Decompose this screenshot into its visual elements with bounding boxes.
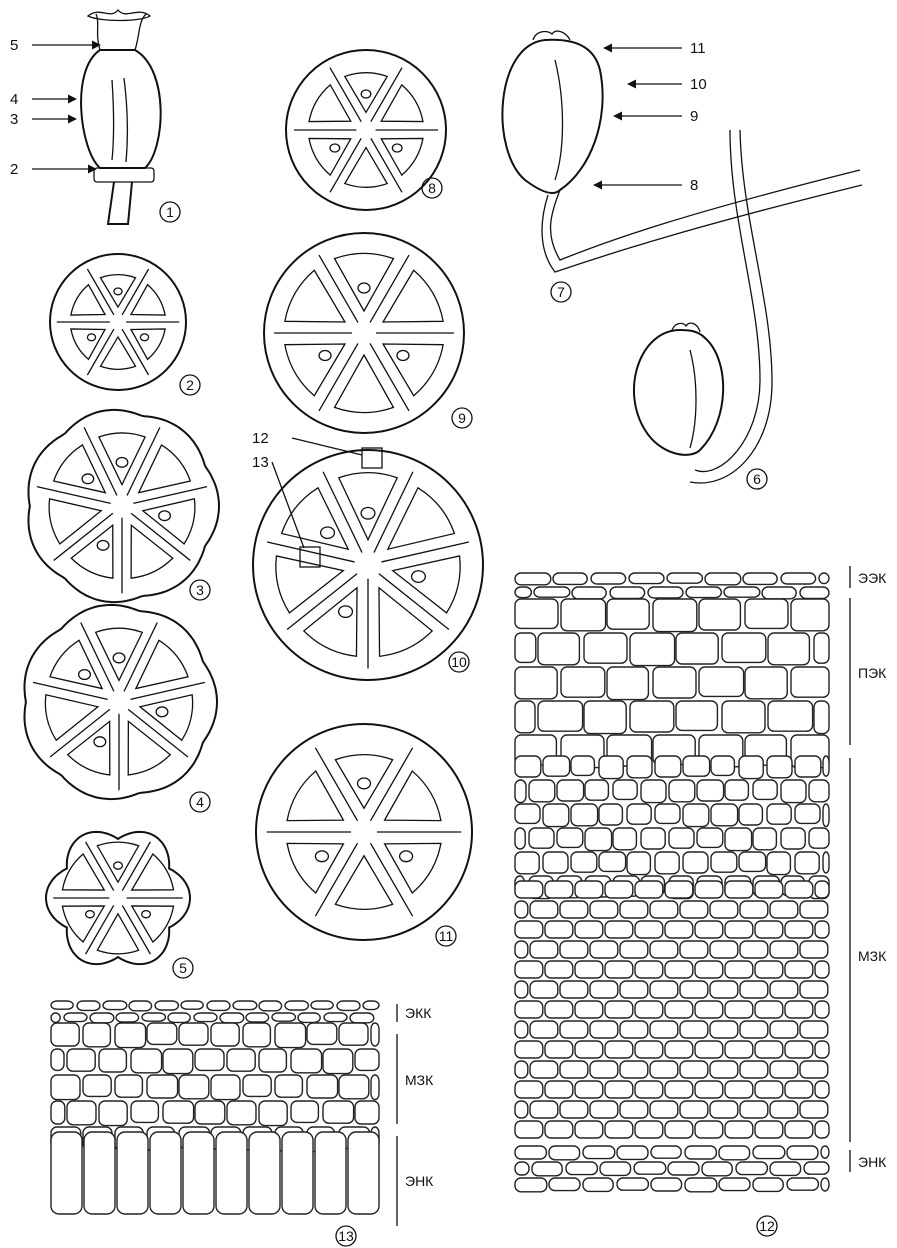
callout-3: 3 (10, 111, 18, 128)
svg-text:13: 13 (338, 1228, 354, 1244)
endocarp-cell (282, 1132, 313, 1214)
endocarp-cell (216, 1132, 247, 1214)
capsule-figure-6 (634, 323, 723, 455)
cross-sections (25, 50, 484, 964)
figure-number-7: 7 (551, 282, 571, 302)
cross-section-11 (256, 724, 472, 940)
figure-number-11: 11 (436, 926, 456, 946)
callout-4: 4 (10, 91, 18, 108)
figure-number-8: 8 (422, 178, 442, 198)
layer-label-eek: ЭЭК (858, 570, 887, 586)
svg-text:4: 4 (196, 794, 204, 810)
callout-10: 10 (690, 76, 707, 93)
cross-section-9 (264, 233, 464, 433)
layer-label-mzk-13: МЗК (405, 1072, 434, 1088)
figure-number-10: 10 (449, 652, 469, 672)
svg-text:8: 8 (428, 180, 436, 196)
svg-text:5: 5 (179, 960, 187, 976)
layer-label-pek: ПЭК (858, 665, 887, 681)
svg-text:2: 2 (186, 377, 194, 393)
tissue-panel-13 (51, 1001, 379, 1214)
figure-number-12: 12 (757, 1216, 777, 1236)
svg-text:9: 9 (458, 410, 466, 426)
callout-5: 5 (10, 37, 18, 54)
cross-section-10 (253, 450, 483, 680)
endocarp-cell (348, 1132, 379, 1214)
endocarp-cell (249, 1132, 280, 1214)
figure-number-4: 4 (190, 792, 210, 812)
endocarp-cell (315, 1132, 346, 1214)
endocarp-cell (84, 1132, 115, 1214)
svg-text:6: 6 (753, 471, 761, 487)
endocarp-cell (150, 1132, 181, 1214)
callout-8: 8 (690, 177, 698, 194)
layer-label-enk-12: ЭНК (858, 1154, 887, 1170)
tissue-panel-12 (515, 573, 829, 1192)
svg-text:1: 1 (166, 204, 174, 220)
cross-section-2 (50, 254, 186, 390)
svg-text:7: 7 (557, 284, 565, 300)
cross-section-4 (25, 605, 218, 799)
svg-text:3: 3 (196, 582, 204, 598)
figure-number-6: 6 (747, 469, 767, 489)
svg-text:12: 12 (759, 1218, 775, 1234)
callout-13: 13 (252, 454, 269, 471)
figure-number-5: 5 (173, 958, 193, 978)
callout-12: 12 (252, 430, 269, 447)
svg-text:10: 10 (451, 654, 467, 670)
capsule-figure-1 (81, 10, 161, 224)
callout-9: 9 (690, 108, 698, 125)
endocarp-cell (117, 1132, 148, 1214)
figure-number-13: 13 (336, 1226, 356, 1246)
figure-number-9: 9 (452, 408, 472, 428)
figure-number-3: 3 (190, 580, 210, 600)
svg-text:11: 11 (439, 928, 454, 944)
figure-number-1: 1 (160, 202, 180, 222)
cross-section-5 (46, 832, 190, 964)
endocarp-cell (51, 1132, 82, 1214)
endocarp-cell (183, 1132, 214, 1214)
leader-line-12 (292, 438, 362, 455)
cross-section-3 (29, 410, 220, 602)
callout-lines-fig7 (594, 48, 682, 185)
layer-label-mzk-12: МЗК (858, 948, 887, 964)
callout-2: 2 (10, 161, 18, 178)
layer-label-enk-13: ЭНК (405, 1173, 434, 1189)
figure-number-2: 2 (180, 375, 200, 395)
callout-11: 11 (690, 40, 706, 57)
layer-label-ekk: ЭКК (405, 1005, 432, 1021)
capsule-figure-7 (502, 31, 862, 483)
